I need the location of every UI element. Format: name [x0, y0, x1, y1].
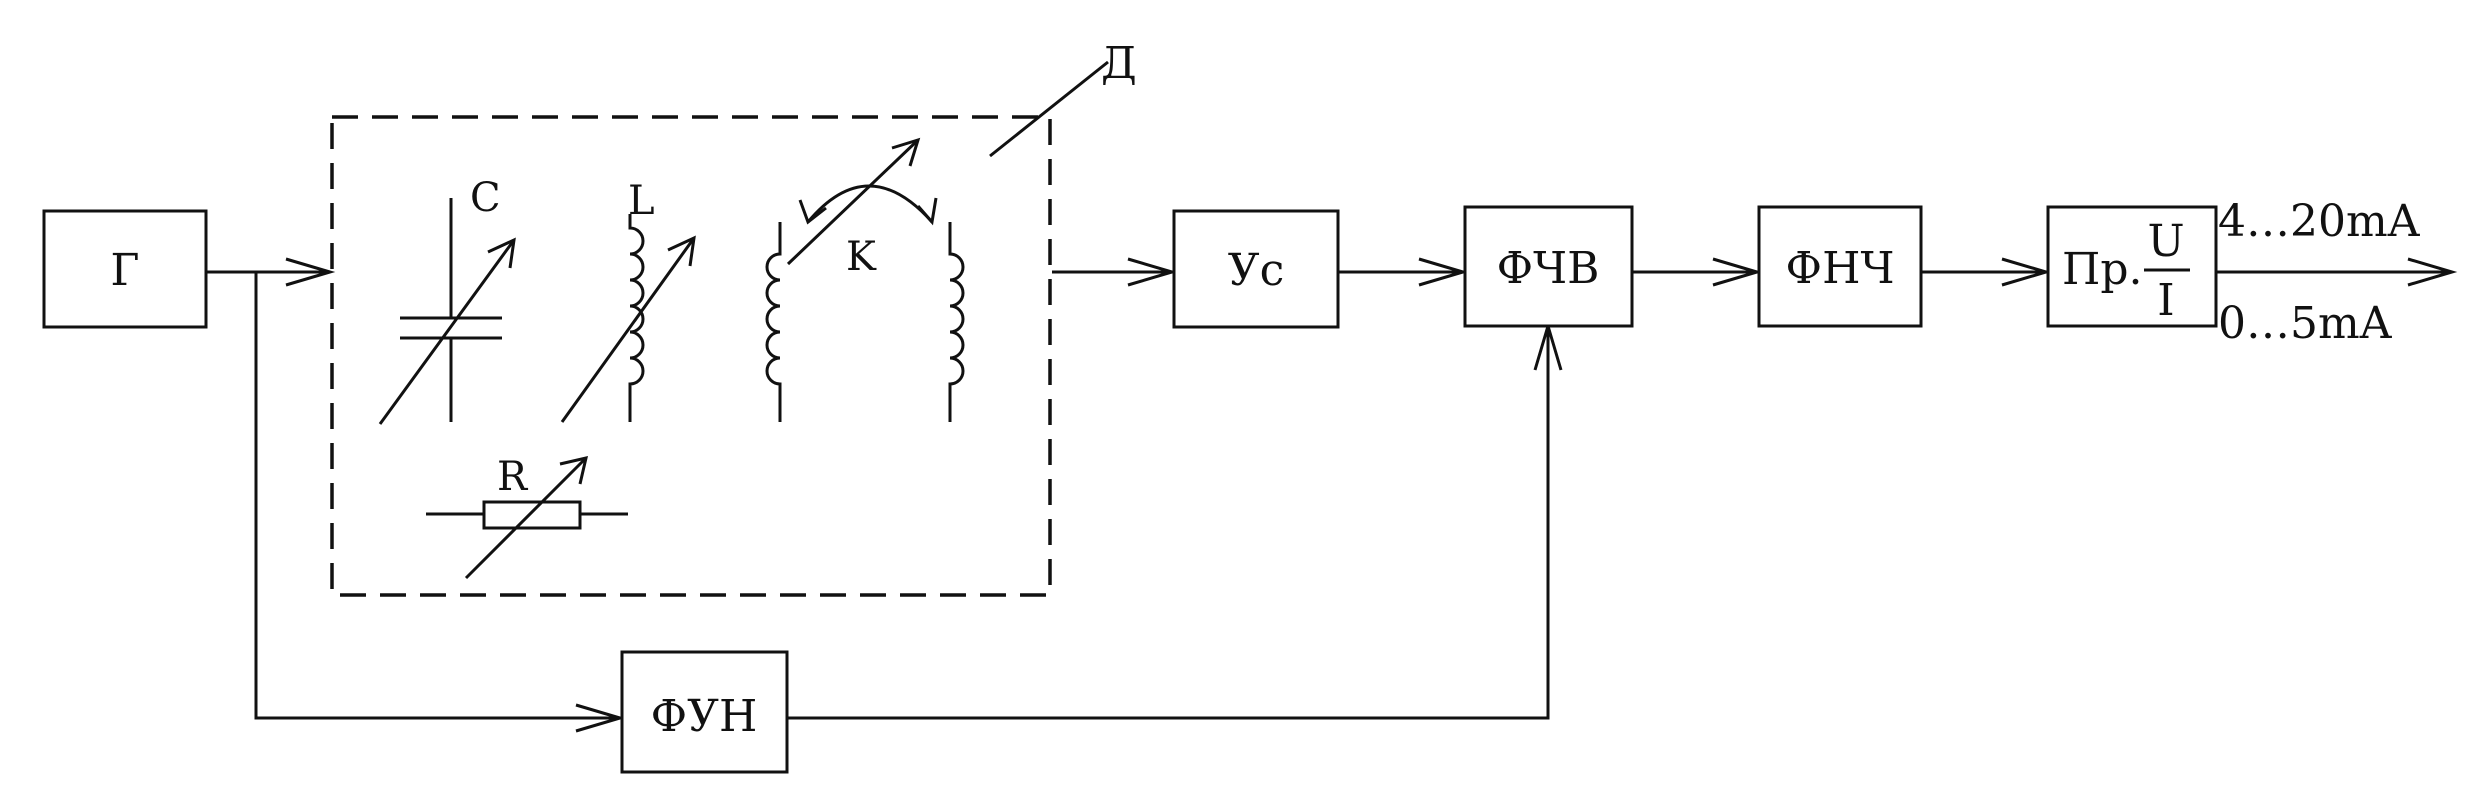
output-range-upper: 4…20mA — [2218, 196, 2421, 247]
converter-numerator: U — [2147, 216, 2184, 267]
arrowhead-sensor-input — [285, 257, 336, 287]
arrowhead-filter-input — [1712, 257, 1763, 287]
coupling-label: K — [846, 234, 877, 280]
capacitor-adjust-arrow — [378, 239, 516, 425]
coupling-mutual-arc — [806, 184, 934, 223]
arrowhead-converter-input — [2001, 257, 2052, 287]
reference-former-label: ФУН — [651, 691, 758, 742]
lowpass-filter-label: ФНЧ — [1786, 243, 1895, 294]
variable-capacitor: C — [378, 175, 516, 425]
arrowhead-amplifier-input — [1127, 257, 1178, 287]
block-reference-former: ФУН — [620, 650, 789, 774]
inductor-label: L — [628, 178, 655, 224]
resistor-adjust-arrow — [464, 456, 588, 580]
wire-reference-to-detector — [787, 326, 1550, 720]
amplifier-label: Ус — [1228, 245, 1284, 296]
output-range-lower: 0…5mA — [2218, 298, 2393, 349]
coupled-coils: K — [765, 137, 965, 422]
signal-wires — [206, 60, 2458, 733]
sensor-label: Д — [1101, 38, 1137, 89]
coupling-adjust-arrow — [786, 138, 920, 266]
block-generator: Г — [42, 209, 208, 329]
converter-prefix: Пр. — [2062, 244, 2143, 295]
block-converter: Пр. U I — [2046, 205, 2218, 328]
variable-resistor: R — [426, 454, 628, 580]
block-amplifier: Ус — [1172, 209, 1340, 329]
sensor-block: Д C L K — [330, 38, 1137, 597]
variable-inductor: L — [560, 178, 696, 423]
arrowhead-detector-input — [1418, 257, 1469, 287]
arrowhead-reference-input — [575, 703, 626, 733]
resistor-label: R — [497, 454, 529, 500]
arrowhead-output — [2407, 257, 2458, 287]
phase-detector-label: ФЧВ — [1497, 243, 1600, 294]
capacitor-label: C — [470, 175, 501, 221]
generator-label: Г — [110, 245, 139, 296]
sensor-enclosure — [330, 115, 1052, 597]
converter-denominator: I — [2157, 275, 2174, 326]
wire-branch-to-reference — [254, 272, 620, 720]
block-phase-detector: ФЧВ — [1463, 205, 1634, 328]
block-lowpass-filter: ФНЧ — [1757, 205, 1923, 328]
sensor-leader-line — [989, 60, 1109, 158]
inductor-adjust-arrow — [560, 237, 696, 423]
